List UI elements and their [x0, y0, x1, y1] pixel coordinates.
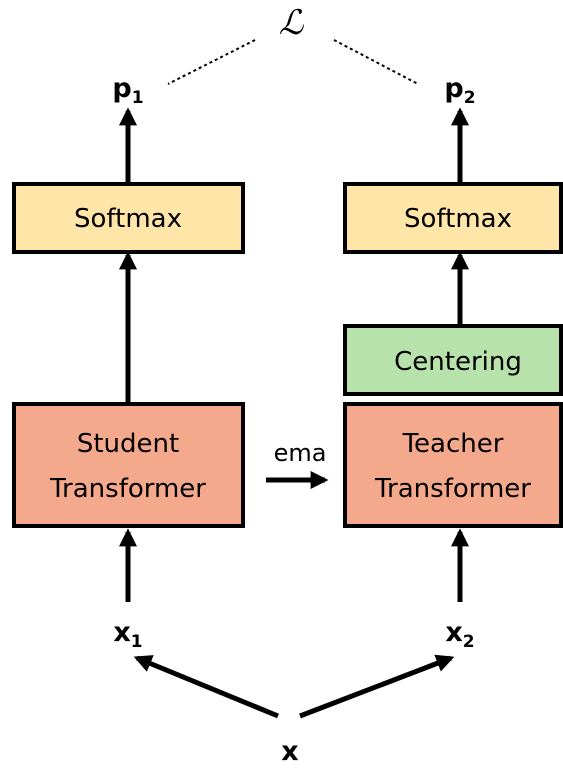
student-softmax-box: Softmax: [12, 182, 245, 254]
centering-label: Centering: [394, 347, 522, 377]
student-softmax-label: Softmax: [74, 204, 182, 234]
ema-label: ema: [274, 439, 327, 467]
teacher-transformer-label-line2: Transformer: [374, 474, 531, 504]
output-p2-label: p2: [444, 73, 475, 108]
arrow-x-to-x2: [299, 654, 455, 719]
input-x1-label: x1: [113, 617, 142, 652]
student-transformer-box: Student Transformer: [12, 402, 245, 528]
teacher-transformer-box: Teacher Transformer: [343, 402, 563, 528]
arrow-x-to-x1: [133, 655, 279, 719]
centering-box: Centering: [343, 324, 563, 396]
loss-connector-left: [167, 39, 256, 85]
student-transformer-label-line2: Transformer: [49, 474, 206, 504]
teacher-softmax-box: Softmax: [343, 182, 563, 254]
loss-connector-right: [333, 39, 419, 85]
output-p1-label: p1: [112, 73, 143, 108]
loss-symbol: ℒ: [279, 3, 305, 43]
input-x2-label: x2: [445, 617, 474, 652]
teacher-transformer-label-line1: Teacher: [402, 429, 504, 459]
teacher-softmax-label: Softmax: [404, 204, 512, 234]
input-x-label: x: [281, 736, 298, 767]
student-transformer-label-line1: Student: [77, 429, 179, 459]
